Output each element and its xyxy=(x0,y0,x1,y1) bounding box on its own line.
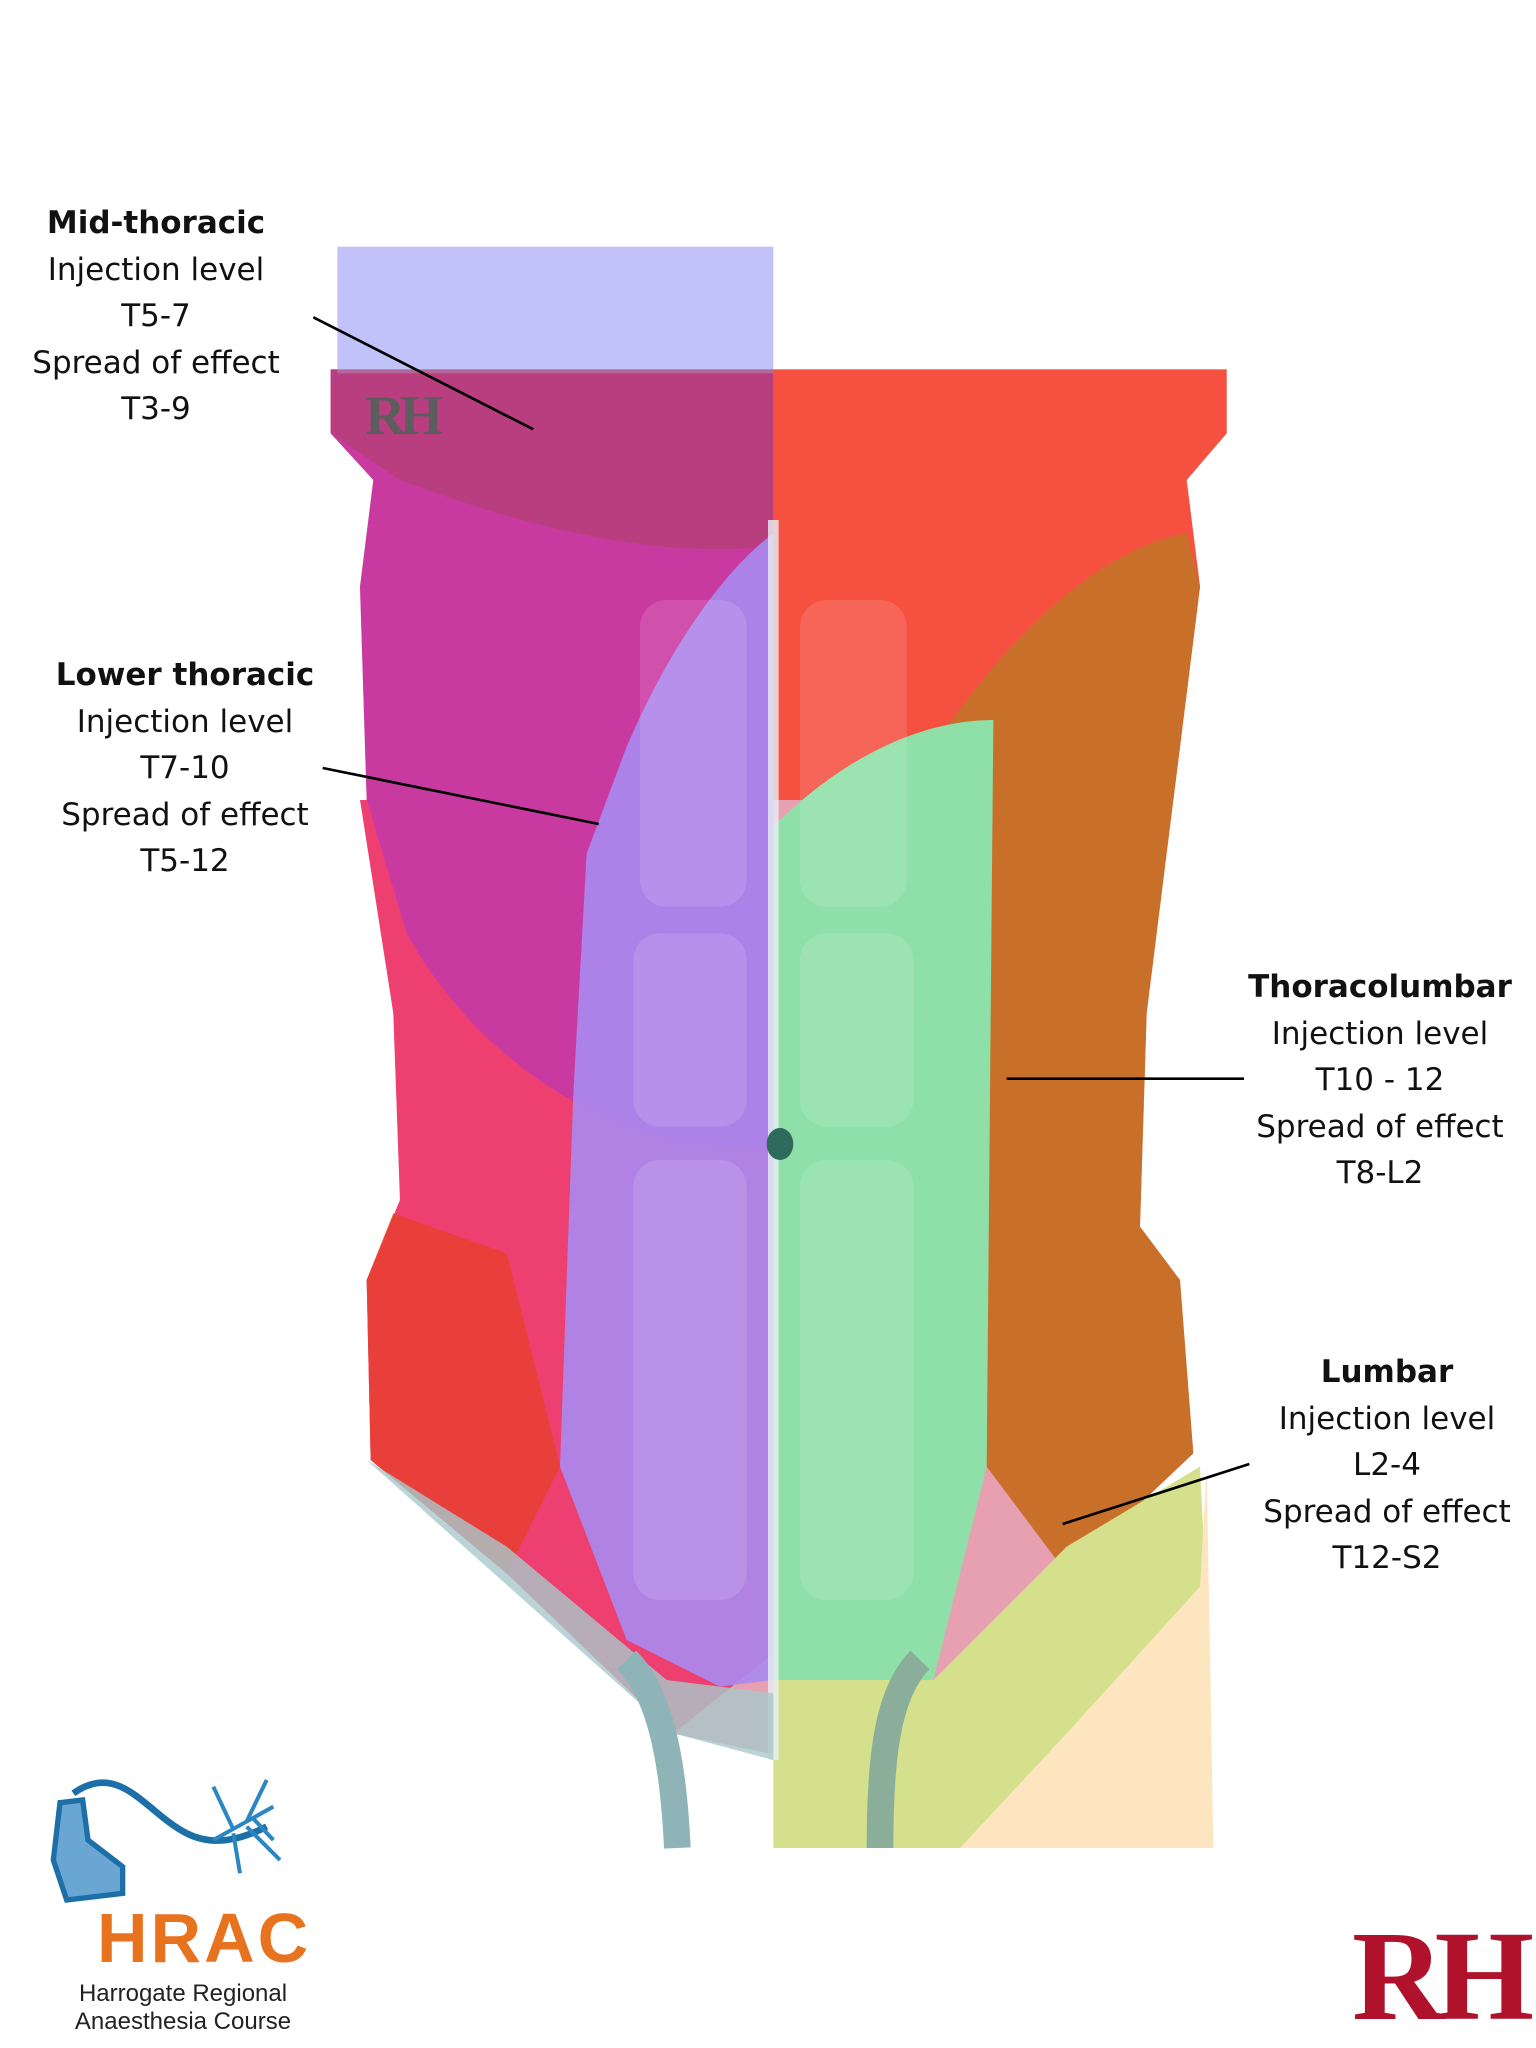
annotation-title: Mid-thoracic xyxy=(46,205,266,241)
rectus-segments xyxy=(633,600,914,1600)
leader-line-lower-thoracic xyxy=(322,766,599,826)
leader-line-mid-thoracic xyxy=(312,316,534,431)
hrac-logo-text: HRAC xyxy=(97,1899,312,1977)
hrac-subtitle: Harrogate Regional Anaesthesia Course xyxy=(58,1980,308,2036)
nerve-branch-icon xyxy=(211,1779,282,1874)
hrac-subtitle-line1: Harrogate Regional xyxy=(78,1980,288,2007)
annotation-lower-thoracic: Lower thoracic Injection level T7-10 Spr… xyxy=(56,652,315,885)
region-mid-thoracic-overlap xyxy=(330,369,774,550)
region-lower-thoracic xyxy=(560,533,774,1687)
inguinal-region xyxy=(366,1460,774,1760)
injection-label: Injection level xyxy=(1271,1015,1489,1052)
region-right-flank-orange xyxy=(933,533,1200,1574)
spermatic-cord-left xyxy=(616,1650,691,1849)
rh-logo: RH xyxy=(1352,1905,1534,2047)
annotation-title: Lower thoracic xyxy=(55,657,315,693)
ultrasound-probe-icon xyxy=(50,1779,269,1903)
injection-label: Injection level xyxy=(1278,1400,1496,1437)
annotation-mid-thoracic: Mid-thoracic Injection level T5-7 Spread… xyxy=(32,200,279,433)
injection-level: T7-10 xyxy=(140,750,230,786)
injection-label: Injection level xyxy=(76,703,294,740)
hrac-subtitle-line2: Anaesthesia Course xyxy=(74,2008,292,2035)
annotation-title: Thoracolumbar xyxy=(1248,969,1512,1005)
spread-label: Spread of effect xyxy=(1263,1493,1511,1530)
annotation-thoracolumbar: Thoracolumbar Injection level T10 - 12 S… xyxy=(1248,964,1512,1197)
spread-value: T5-12 xyxy=(140,843,230,879)
region-lumbar-peach xyxy=(960,1466,1214,1848)
spread-value: T3-9 xyxy=(121,391,191,427)
spread-label: Spread of effect xyxy=(1256,1108,1504,1145)
injection-level: T5-7 xyxy=(121,298,191,334)
spread-value: T12-S2 xyxy=(1332,1540,1442,1576)
leader-line-lumbar xyxy=(1062,1462,1250,1526)
spread-label: Spread of effect xyxy=(61,796,309,833)
injection-label: Injection level xyxy=(47,251,265,288)
region-mid-thoracic xyxy=(337,246,774,374)
annotation-title: Lumbar xyxy=(1320,1354,1454,1390)
injection-level: T10 - 12 xyxy=(1315,1062,1445,1098)
annotation-lumbar: Lumbar Injection level L2-4 Spread of ef… xyxy=(1263,1349,1510,1582)
spermatic-cord-right xyxy=(866,1650,930,1849)
rh-watermark: RH xyxy=(365,385,443,447)
region-left-flank xyxy=(366,1213,560,1574)
spread-value: T8-L2 xyxy=(1336,1155,1424,1191)
injection-level: L2-4 xyxy=(1353,1447,1421,1483)
region-thoracolumbar xyxy=(773,720,994,1680)
umbilicus xyxy=(766,1128,794,1160)
spread-label: Spread of effect xyxy=(32,344,280,381)
